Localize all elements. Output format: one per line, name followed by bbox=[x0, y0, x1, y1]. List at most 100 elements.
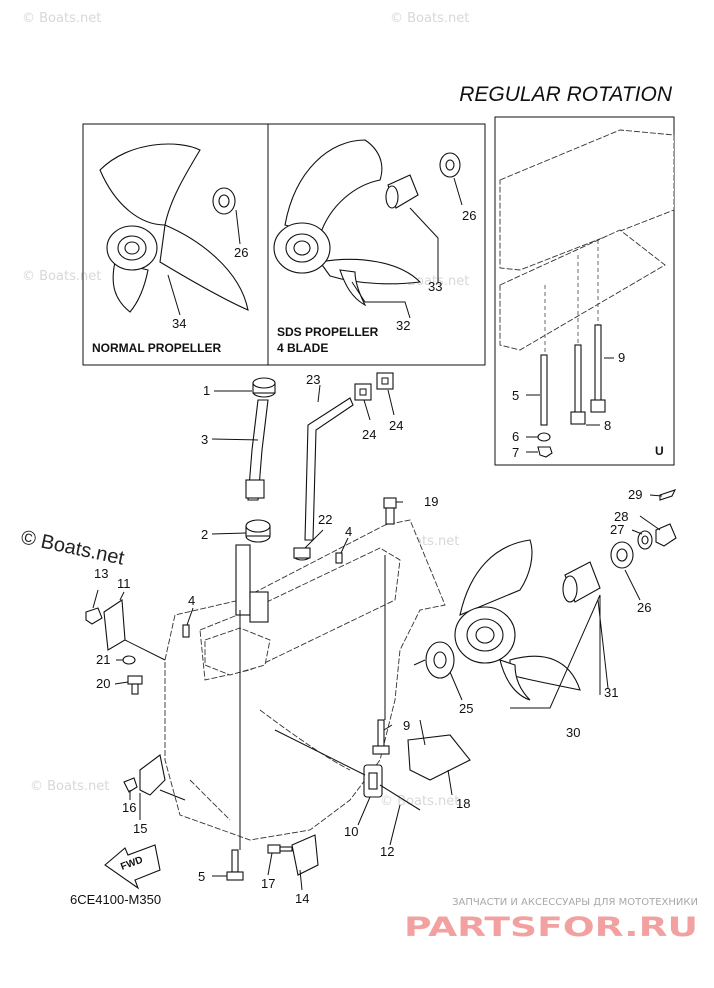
sds-propeller-drawing bbox=[273, 139, 422, 307]
water-tube-3 bbox=[245, 399, 269, 501]
diagram-code: 6CE4100-M350 bbox=[70, 892, 161, 907]
callout-25: 25 bbox=[459, 701, 473, 716]
bolt-19 bbox=[383, 497, 397, 525]
callout-20: 20 bbox=[96, 676, 110, 691]
callout-5: 5 bbox=[512, 388, 519, 403]
lower-casing bbox=[164, 519, 446, 841]
spline-washer-26-a bbox=[212, 187, 236, 215]
bracket-11 bbox=[103, 599, 126, 651]
watermark: © Boats.net bbox=[390, 11, 469, 26]
callout-27: 27 bbox=[610, 522, 624, 537]
grommet-24-a bbox=[354, 383, 372, 401]
stud-bolt-5-inset bbox=[540, 354, 548, 426]
callout-26: 26 bbox=[637, 600, 651, 615]
callout-30: 30 bbox=[566, 725, 580, 740]
callout-6: 6 bbox=[512, 429, 519, 444]
callout-24: 24 bbox=[362, 427, 376, 442]
anode-14 bbox=[291, 834, 319, 876]
nut-28 bbox=[655, 523, 677, 547]
spline-washer-26-b bbox=[439, 152, 461, 178]
grommet-1 bbox=[252, 377, 276, 398]
watermark: © Boats.net bbox=[30, 779, 109, 794]
callout-34: 34 bbox=[172, 316, 186, 331]
spacer-25 bbox=[425, 641, 455, 679]
spline-washer-26-c bbox=[610, 541, 634, 569]
collar-22 bbox=[293, 547, 311, 561]
watermark: © Boats.net bbox=[22, 11, 101, 26]
sds-propeller-sublabel: 4 BLADE bbox=[277, 341, 328, 355]
grommet-24-b bbox=[376, 372, 394, 390]
callout-7: 7 bbox=[512, 445, 519, 460]
callout-9: 9 bbox=[403, 718, 410, 733]
fwd-arrow: FWD bbox=[104, 844, 161, 890]
bolt-5 bbox=[226, 849, 244, 881]
callout-3: 3 bbox=[201, 432, 208, 447]
nut-16 bbox=[123, 777, 138, 793]
nut-13 bbox=[85, 607, 103, 625]
dowel-4-b bbox=[182, 624, 190, 638]
callout-4: 4 bbox=[345, 524, 352, 539]
cotter-pin-29 bbox=[659, 489, 677, 501]
callout-4: 4 bbox=[188, 593, 195, 608]
callout-33: 33 bbox=[428, 279, 442, 294]
bolt-8-inset bbox=[570, 344, 586, 425]
dowel-4-a bbox=[335, 552, 343, 564]
callout-26: 26 bbox=[462, 208, 476, 223]
callout-31: 31 bbox=[604, 685, 618, 700]
normal-propeller-label: NORMAL PROPELLER bbox=[92, 341, 221, 355]
spline-sleeve-33 bbox=[385, 174, 419, 209]
nut-7 bbox=[537, 446, 553, 458]
page-title: REGULAR ROTATION bbox=[459, 83, 673, 106]
screw-17 bbox=[267, 844, 293, 854]
watermark: © Boats.net bbox=[380, 794, 459, 809]
callout-11: 11 bbox=[117, 576, 131, 591]
callout-5: 5 bbox=[198, 869, 205, 884]
seal-2 bbox=[245, 519, 271, 543]
spline-sleeve-31 bbox=[562, 561, 601, 603]
callout-26: 26 bbox=[234, 245, 248, 260]
callout-21: 21 bbox=[96, 652, 110, 667]
sds-propeller-label: SDS PROPELLER bbox=[277, 325, 379, 339]
callout-17: 17 bbox=[261, 876, 275, 891]
propeller-30 bbox=[454, 539, 581, 701]
watermark: © Boats.net bbox=[22, 269, 101, 284]
normal-propeller-drawing bbox=[99, 143, 249, 313]
screw-20 bbox=[127, 675, 143, 695]
callout-32: 32 bbox=[396, 318, 410, 333]
o-ring-21 bbox=[122, 655, 136, 665]
callout-16: 16 bbox=[122, 800, 136, 815]
trim-tab-18 bbox=[407, 734, 471, 781]
washer-6 bbox=[537, 432, 551, 442]
propeller-options-panel bbox=[82, 123, 486, 366]
callout-18: 18 bbox=[456, 796, 470, 811]
callout-29: 29 bbox=[628, 487, 642, 502]
bolt-12 bbox=[379, 784, 421, 811]
callout-15: 15 bbox=[133, 821, 147, 836]
callout-10: 10 bbox=[344, 824, 358, 839]
callout-28: 28 bbox=[614, 509, 628, 524]
bolt-9-inset bbox=[590, 324, 606, 413]
callout-24: 24 bbox=[389, 418, 403, 433]
callout-13: 13 bbox=[94, 566, 108, 581]
bolt-9 bbox=[372, 719, 390, 755]
drive-shaft bbox=[235, 544, 269, 623]
callout-23: 23 bbox=[306, 372, 320, 387]
watermark-large: © Boats.net bbox=[19, 526, 127, 569]
anode-10 bbox=[363, 764, 383, 798]
callout-19: 19 bbox=[424, 494, 438, 509]
inset-panel bbox=[494, 116, 675, 466]
inset-letter: U bbox=[655, 444, 664, 458]
washer-27 bbox=[637, 530, 653, 550]
brand-tagline: ЗАПЧАСТИ И АКСЕССУАРЫ ДЛЯ МОТОТЕХНИКИ bbox=[452, 897, 698, 908]
leader-lines bbox=[92, 384, 663, 891]
callout-12: 12 bbox=[380, 844, 394, 859]
callout-1: 1 bbox=[203, 383, 210, 398]
callout-22: 22 bbox=[318, 512, 332, 527]
callout-9: 9 bbox=[618, 350, 625, 365]
brand-logo: PARTSFOR.RU bbox=[404, 912, 698, 943]
callout-14: 14 bbox=[295, 891, 309, 906]
cover-15 bbox=[139, 754, 166, 796]
callout-8: 8 bbox=[604, 418, 611, 433]
callout-2: 2 bbox=[201, 527, 208, 542]
